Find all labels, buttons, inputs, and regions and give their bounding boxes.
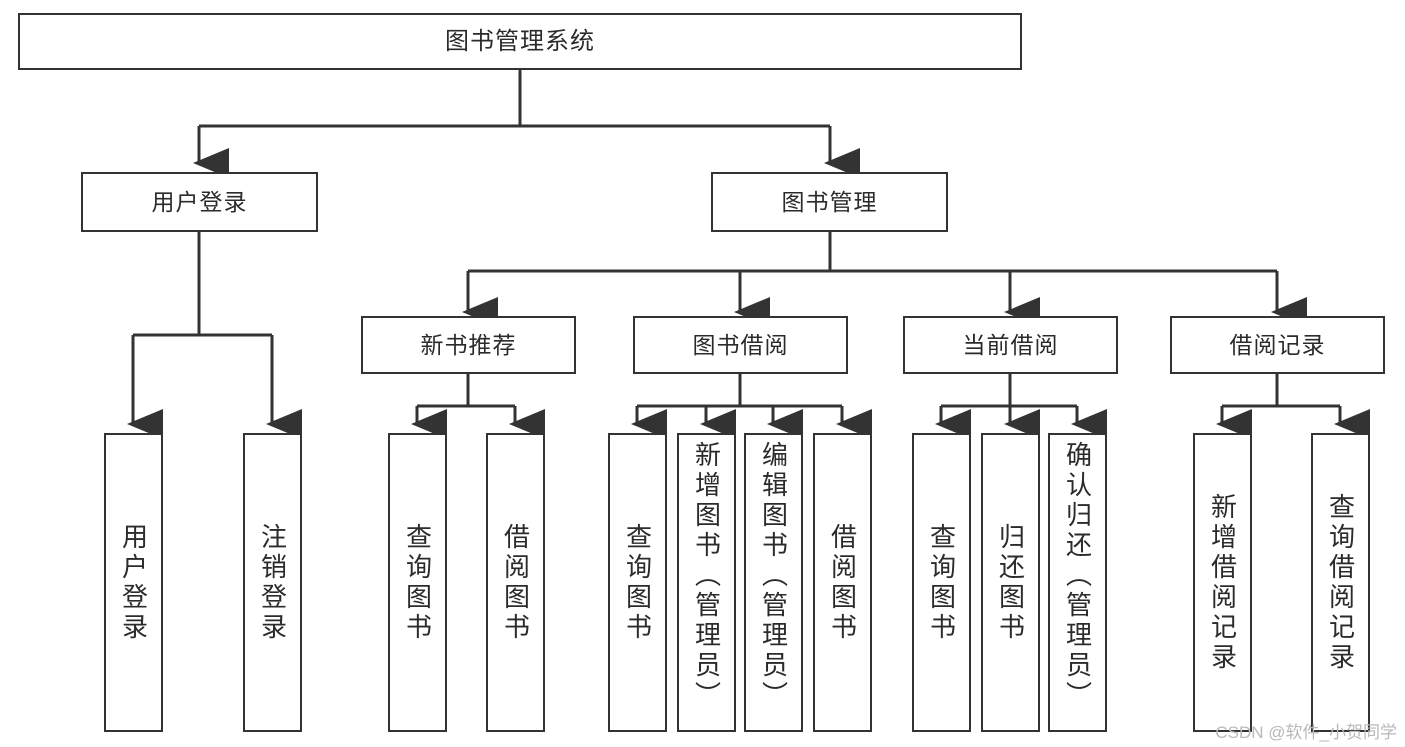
node-label: 查询图书 [402,522,433,643]
leaf-current-query-book[interactable]: 查询图书 [912,433,971,732]
node-new-book-recommend[interactable]: 新书推荐 [361,316,576,374]
node-label: 查询借阅记录 [1325,492,1356,673]
node-label: 查询图书 [622,522,653,643]
leaf-user-login-signin[interactable]: 用户登录 [104,433,163,732]
node-borrow-record[interactable]: 借阅记录 [1170,316,1385,374]
node-label: 注销登录 [257,522,288,643]
node-label: 确认归还（管理员） [1062,441,1093,711]
node-user-login[interactable]: 用户登录 [81,172,318,232]
node-label: 用户登录 [118,522,149,643]
node-label: 借阅图书 [500,522,531,643]
node-book-borrow[interactable]: 图书借阅 [633,316,848,374]
node-label: 归还图书 [995,522,1026,643]
leaf-borrow-borrow-book[interactable]: 借阅图书 [813,433,872,732]
node-label: 图书管理 [781,188,878,215]
node-label: 借阅图书 [827,522,858,643]
node-label: 新增图书（管理员） [691,441,722,711]
leaf-record-query-record[interactable]: 查询借阅记录 [1311,433,1370,732]
leaf-borrow-edit-book-admin[interactable]: 编辑图书（管理员） [744,433,803,732]
node-label: 图书借阅 [692,331,789,358]
leaf-recommend-query-book[interactable]: 查询图书 [388,433,447,732]
leaf-borrow-query-book[interactable]: 查询图书 [608,433,667,732]
node-label: 编辑图书（管理员） [758,441,789,711]
leaf-current-confirm-return-admin[interactable]: 确认归还（管理员） [1048,433,1107,732]
leaf-record-add-record[interactable]: 新增借阅记录 [1193,433,1252,732]
node-book-management[interactable]: 图书管理 [711,172,948,232]
leaf-user-login-signout[interactable]: 注销登录 [243,433,302,732]
node-label: 新增借阅记录 [1207,492,1238,673]
node-root-system[interactable]: 图书管理系统 [18,13,1022,70]
node-label: 查询图书 [926,522,957,643]
leaf-borrow-add-book-admin[interactable]: 新增图书（管理员） [677,433,736,732]
node-current-borrow[interactable]: 当前借阅 [903,316,1118,374]
leaf-current-return-book[interactable]: 归还图书 [981,433,1040,732]
node-label: 新书推荐 [420,331,517,358]
node-label: 当前借阅 [962,331,1059,358]
csdn-watermark: CSDN @软件_小贺同学 [1215,723,1397,742]
node-label: 借阅记录 [1229,331,1326,358]
leaf-recommend-borrow-book[interactable]: 借阅图书 [486,433,545,732]
node-label: 用户登录 [151,188,248,215]
node-label: 图书管理系统 [445,27,595,55]
